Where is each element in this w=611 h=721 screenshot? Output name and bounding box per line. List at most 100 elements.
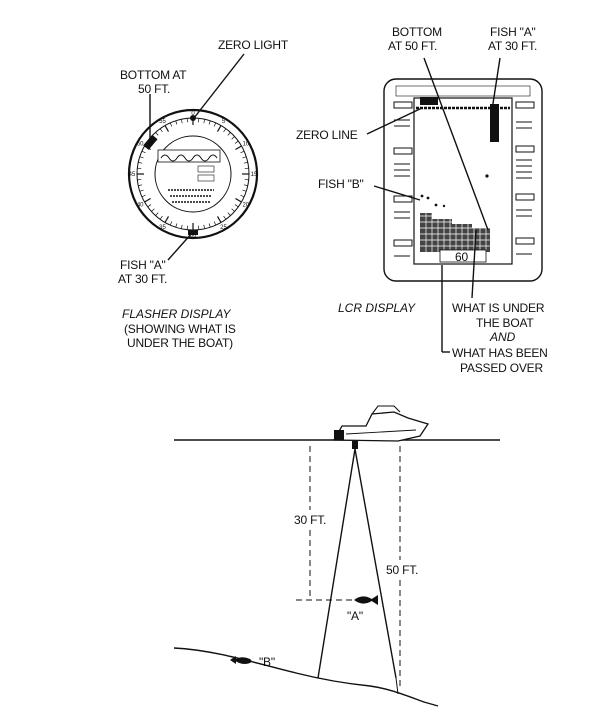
flasher-caption-3: UNDER THE BOAT) xyxy=(127,336,233,350)
zero-light-leader xyxy=(193,53,245,119)
dial-number: 5 xyxy=(222,119,226,125)
lcr-under-label-1: WHAT IS UNDER xyxy=(452,301,545,315)
depth-30-label: 30 FT. xyxy=(294,513,326,527)
fish-a-leader xyxy=(167,232,193,261)
lcr-bottom-label-2: AT 50 FT. xyxy=(388,39,437,53)
lcr-right-scale xyxy=(515,101,535,255)
dial-number: 15 xyxy=(251,172,258,178)
dial-tick xyxy=(147,204,152,208)
dial-tick xyxy=(227,132,231,136)
lcr-display: 60 BOTTOM AT 50 FT. FISH "A" AT 30 FT. Z… xyxy=(296,25,548,375)
lcr-bezel-top xyxy=(395,85,531,97)
boat-icon xyxy=(332,405,430,449)
dial-tick xyxy=(240,194,245,198)
fish-a-flash xyxy=(188,230,198,235)
lcr-fish-a-label-1: FISH "A" xyxy=(490,25,536,39)
lcr-fish-b-leader xyxy=(373,185,421,201)
lcr-bottom-label-1: BOTTOM xyxy=(392,25,442,39)
fish-a-label: "A" xyxy=(347,609,363,623)
dial-tick xyxy=(139,189,144,192)
dial-tick xyxy=(141,150,146,154)
dial-number: 25 xyxy=(220,225,227,231)
dial-tick xyxy=(138,162,143,164)
dial-tick xyxy=(169,122,173,127)
bottom-tick xyxy=(395,677,399,695)
lcr-screen-readout: 60 xyxy=(455,250,468,264)
bottom-flash xyxy=(143,134,158,150)
dial-number: 10 xyxy=(242,142,249,148)
dial-tick xyxy=(216,216,222,223)
flasher-bottom-label-1: BOTTOM AT xyxy=(120,68,187,82)
dial-tick xyxy=(141,194,146,198)
lcr-under-leader xyxy=(471,229,477,299)
dial-tick xyxy=(208,223,211,228)
dial-tick xyxy=(144,197,151,203)
dial-tick xyxy=(175,223,178,228)
dial-tick xyxy=(175,120,178,125)
dial-tick xyxy=(234,140,239,144)
dial-tick xyxy=(181,224,183,229)
dial-tick xyxy=(216,125,222,132)
flasher-bottom-label-2: 50 FT. xyxy=(138,82,170,96)
dial-tick xyxy=(235,197,242,203)
depth-50-label: 50 FT. xyxy=(386,563,418,577)
lcr-caption: LCR DISPLAY xyxy=(338,301,416,315)
dial-tick xyxy=(235,145,242,151)
dial-number: 30 xyxy=(190,233,197,239)
dial-tick xyxy=(169,221,173,226)
lcr-bottom-leader xyxy=(423,57,489,231)
flasher-fish-a-label-2: AT 30 FT. xyxy=(118,272,167,286)
dial-tick xyxy=(243,184,248,186)
dial-number: 35 xyxy=(159,225,166,231)
dial-tick xyxy=(231,136,235,140)
water-scene: 30 FT. 50 FT. "A" "B" xyxy=(173,405,500,707)
dial-tick xyxy=(203,224,205,229)
lcr-fish-a-mark xyxy=(490,104,499,142)
dial-tick xyxy=(181,119,183,124)
lcr-fish-a-leader xyxy=(491,57,501,111)
lake-bottom xyxy=(173,647,439,707)
dial-tick xyxy=(139,156,144,159)
flasher-fish-a-label-1: FISH "A" xyxy=(120,258,166,272)
dial-tick xyxy=(151,208,155,212)
dial-tick xyxy=(213,221,217,226)
fish-b-label: "B" xyxy=(259,655,275,669)
lcr-fish-b-mark xyxy=(420,194,446,208)
lcr-zero-marker xyxy=(420,97,438,105)
dial-number: 20 xyxy=(242,203,249,209)
dial-number: 40 xyxy=(137,203,144,209)
dial-tick xyxy=(242,189,247,192)
flasher-face-logo xyxy=(157,149,221,203)
dial-tick xyxy=(223,128,227,133)
dial-tick xyxy=(227,212,231,216)
lcr-under-label-2: THE BOAT xyxy=(476,316,534,330)
dial-number: 55 xyxy=(159,119,166,125)
flasher-caption-1: FLASHER DISPLAY xyxy=(122,307,231,321)
dial-tick xyxy=(223,215,227,220)
flasher-dial-outer xyxy=(127,108,259,240)
dial-tick xyxy=(159,128,163,133)
dial-tick xyxy=(242,156,247,159)
dial-number: 0 xyxy=(191,111,195,117)
dial-tick xyxy=(240,150,245,154)
dial-number: 50 xyxy=(137,142,144,148)
dial-tick xyxy=(208,120,211,125)
lcr-and-label: AND xyxy=(489,330,516,344)
fish-a-icon xyxy=(354,595,378,605)
lcr-bottom-echo xyxy=(420,213,490,252)
dial-tick xyxy=(203,119,205,124)
zero-light-label: ZERO LIGHT xyxy=(218,38,289,52)
dial-tick xyxy=(164,125,170,132)
flasher-caption-2: (SHOWING WHAT IS xyxy=(124,322,236,336)
lcr-zero-line-leader xyxy=(366,107,423,135)
lcr-fish-a-dot xyxy=(485,174,489,178)
dial-tick xyxy=(231,208,235,212)
lcr-zero-line-label: ZERO LINE xyxy=(296,128,358,142)
dial-tick xyxy=(164,216,170,223)
dial-tick xyxy=(155,212,159,216)
lcr-passed-label-1: WHAT HAS BEEN xyxy=(452,346,548,360)
lcr-passed-label-2: PASSED OVER xyxy=(460,361,543,375)
sonar-cone-left xyxy=(317,448,356,679)
